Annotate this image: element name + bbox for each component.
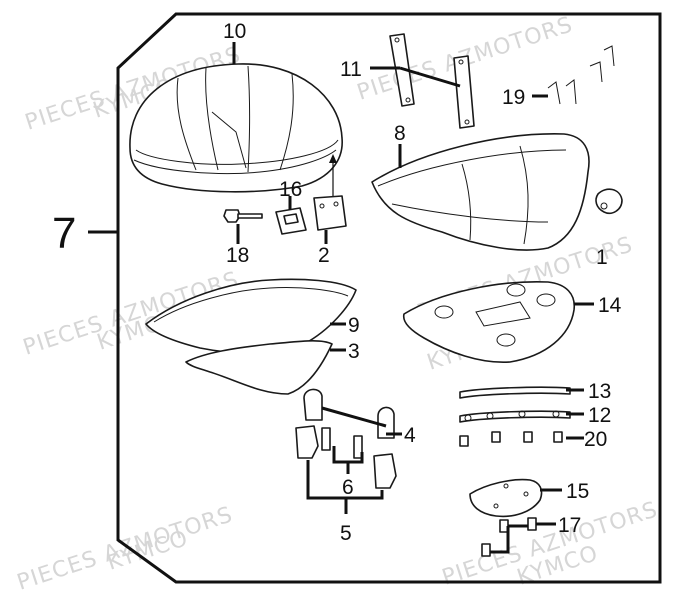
callout-3: 3 <box>348 340 360 363</box>
clips-19 <box>547 45 615 105</box>
knob-1 <box>595 188 623 215</box>
assembly-outline <box>116 12 662 584</box>
callout-17: 17 <box>558 514 581 537</box>
screw-18 <box>223 209 263 223</box>
callout-5: 5 <box>340 522 352 545</box>
callout-1: 1 <box>596 246 608 269</box>
pins-6 <box>321 427 363 459</box>
plate-15 <box>469 478 543 518</box>
callout-8: 8 <box>394 122 406 145</box>
callout-4: 4 <box>404 424 416 447</box>
callout-20: 20 <box>584 428 607 451</box>
rail-12 <box>459 410 571 423</box>
assembly-label: 7 <box>52 209 76 258</box>
callout-12: 12 <box>588 404 611 427</box>
hinge-blocks-5 <box>295 425 397 489</box>
callout-13: 13 <box>588 380 611 403</box>
callout-14: 14 <box>598 294 622 317</box>
lock-plate-2 <box>313 195 347 231</box>
seal-gasket-9 <box>145 278 357 354</box>
callout-10: 10 <box>223 20 246 43</box>
leader-17-bracket <box>490 524 528 554</box>
leader-11-branch <box>399 66 461 88</box>
hinges-4 <box>303 388 395 439</box>
callout-2: 2 <box>318 244 330 267</box>
base-pad-3 <box>185 340 333 395</box>
callout-18: 18 <box>226 244 249 267</box>
carrier-plate-14 <box>402 280 575 363</box>
bolts-20 <box>459 431 563 447</box>
callout-16: 16 <box>279 178 302 201</box>
top-case-lid <box>129 63 343 193</box>
callout-15: 15 <box>566 480 589 503</box>
leader-4-branch <box>321 406 387 428</box>
bracket-16 <box>275 207 307 235</box>
rail-13 <box>459 386 571 399</box>
arrow-head <box>329 154 337 163</box>
callout-6: 6 <box>342 476 354 499</box>
callout-11: 11 <box>340 58 362 81</box>
callout-19: 19 <box>502 86 525 109</box>
inner-tray-8 <box>371 133 590 251</box>
callout-9: 9 <box>348 314 360 337</box>
